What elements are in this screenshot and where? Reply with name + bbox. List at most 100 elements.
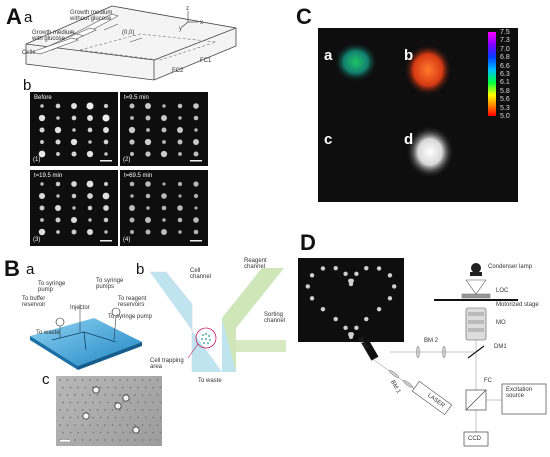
trap-well — [96, 409, 99, 411]
colorbar-tick: 5.8 — [500, 87, 510, 95]
panel-b-sub-a: a — [26, 261, 35, 278]
cell-spot — [130, 116, 134, 120]
cell-spot — [56, 230, 60, 234]
trap-well — [81, 379, 84, 381]
trap-well — [134, 424, 136, 426]
trap-well — [104, 379, 106, 381]
trapped-particle — [354, 271, 359, 276]
trap-well — [96, 424, 99, 426]
trap-well — [81, 439, 84, 441]
trap-well — [141, 409, 144, 411]
trap-well — [84, 386, 87, 389]
trap-well — [59, 409, 61, 411]
scale-bar — [60, 440, 70, 442]
trap-well — [129, 416, 132, 419]
trap-well — [111, 394, 114, 396]
green-cell-blob — [336, 42, 380, 82]
trap-well — [74, 439, 76, 441]
trap-well — [59, 424, 61, 426]
scale-bar — [100, 160, 112, 162]
panel-c-sub-d: d — [404, 131, 414, 148]
trap-well — [119, 409, 121, 411]
trap-well — [137, 416, 139, 419]
panel-c-sub-c: c — [324, 131, 333, 148]
cell-spot — [162, 218, 166, 222]
trap-well — [66, 379, 69, 381]
trap-well — [62, 416, 64, 419]
label-excitation-source: Excitation source — [506, 387, 533, 400]
cell-spot — [55, 217, 61, 223]
cell-spot — [71, 115, 77, 121]
trap-well — [152, 401, 154, 404]
trap-well — [152, 416, 154, 419]
cell-spot — [87, 193, 93, 199]
frame-t69: t=69.5 min (4) — [120, 170, 208, 246]
trap-well — [119, 424, 121, 426]
cell-spot — [38, 192, 46, 200]
trap-well — [119, 439, 121, 441]
cell-spot — [193, 139, 199, 145]
cell-spot — [103, 127, 109, 133]
panel-b-sub-b: b — [136, 261, 145, 278]
cell — [132, 426, 140, 434]
trap-well — [129, 401, 132, 404]
cell-spot — [40, 140, 44, 144]
trap-well — [69, 401, 72, 404]
cell-spot — [88, 218, 92, 222]
cell-spot — [71, 229, 77, 235]
trap-well — [134, 439, 136, 441]
cell-spot — [39, 205, 45, 211]
trap-well — [59, 394, 61, 396]
cell-spot — [130, 230, 134, 234]
cell-spot — [193, 193, 199, 199]
trapped-particle — [387, 273, 393, 278]
label-cell-trapping-area: Cell trapping area — [150, 358, 184, 371]
cell-spot — [103, 205, 109, 211]
cell-spot — [38, 150, 46, 158]
cell-spot — [178, 116, 182, 120]
cell-spot — [56, 152, 60, 156]
trap-well — [99, 386, 102, 389]
cell-spot — [130, 194, 134, 198]
cell-spot — [55, 181, 61, 187]
cell-spot — [129, 139, 135, 145]
cell-spot — [194, 128, 198, 132]
trap-well — [89, 424, 91, 426]
label-cell-channel: Cell channel — [190, 268, 212, 281]
trap-well — [69, 431, 72, 434]
label-ccd: CCD — [468, 436, 481, 442]
trap-well — [141, 424, 144, 426]
panel-a-sub-a: a — [24, 9, 33, 26]
trap-well — [114, 401, 117, 404]
trapped-particle — [320, 266, 326, 271]
cell-spot — [178, 230, 182, 234]
trap-well — [134, 394, 136, 396]
trap-well — [96, 379, 99, 381]
trap-well — [152, 431, 154, 434]
label-growth-with-glucose: Growth medium with glucose — [32, 30, 75, 43]
cell-spot — [177, 181, 183, 187]
cell-spot — [88, 140, 92, 144]
cell-spot — [128, 126, 136, 134]
colorbar-tick: 7.3 — [500, 37, 510, 45]
trap-well — [122, 431, 124, 434]
trap-well — [69, 416, 72, 419]
cell-spot — [161, 115, 167, 121]
cell-spot — [161, 229, 167, 235]
trap-well — [66, 409, 69, 411]
trap-well — [159, 431, 162, 434]
trap-well — [81, 424, 84, 426]
cell-spot — [87, 115, 93, 121]
trap-well — [74, 394, 76, 396]
cell-spot — [129, 103, 135, 109]
panel-b-letter: B — [4, 256, 20, 281]
cell-spot — [145, 103, 151, 109]
trapped-particle — [333, 265, 338, 271]
trap-well — [104, 409, 106, 411]
trapped-particle — [354, 325, 359, 331]
label-bm2: BM 2 — [424, 338, 439, 344]
colorbar-tick: 6.8 — [500, 54, 510, 62]
heart-pattern-micrograph — [298, 258, 404, 342]
trap-well — [104, 424, 106, 426]
